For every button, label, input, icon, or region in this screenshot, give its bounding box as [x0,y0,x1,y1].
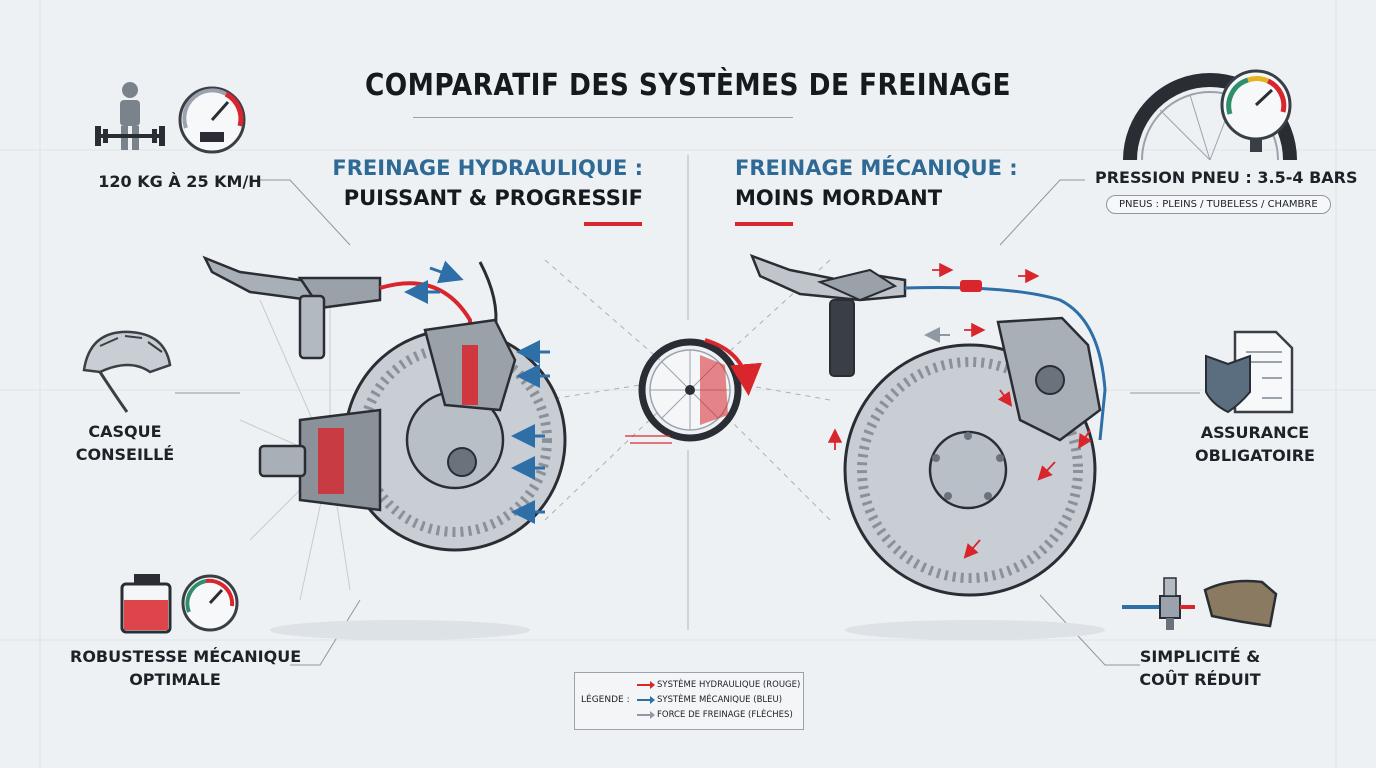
tire-types-pill: PNEUS : PLEINS / TUBELESS / CHAMBRE [1106,195,1331,214]
simplicity-label-line2: COÛT RÉDUIT [1139,670,1261,689]
hydraulic-brake-illustration [202,255,567,640]
speedometer-icon [178,86,246,154]
mechanical-headline: MOINS MORDANT [735,186,943,210]
legend-item-hydraulic-text: SYSTÈME HYDRAULIQUE (ROUGE) [657,680,801,690]
insurance-document-icon [1205,330,1294,414]
simplicity-callout: SIMPLICITÉ & COÛT RÉDUIT [1130,645,1270,691]
legend-item-force: FORCE DE FREINAGE (FLÈCHES) [637,710,793,720]
legend-box: LÉGENDE : SYSTÈME HYDRAULIQUE (ROUGE) SY… [574,672,804,730]
insurance-label-line1: ASSURANCE [1200,423,1310,442]
wheel-icon [625,338,762,444]
hydraulic-headline: PUISSANT & PROGRESSIF [343,186,643,210]
page-title: COMPARATIF DES SYSTÈMES DE FREINAGE [364,68,1012,103]
legend-item-mechanical-text: SYSTÈME MÉCANIQUE (BLEU) [657,695,783,705]
simplicity-label-line1: SIMPLICITÉ & [1139,647,1261,666]
tire-pressure-gauge-icon [1123,69,1297,161]
person-lifting-icon [95,82,165,150]
blue-arrow-icon [637,695,655,704]
helmet-label-line1: CASQUE [88,422,162,441]
legend-item-mechanical: SYSTÈME MÉCANIQUE (BLEU) [637,695,782,705]
brake-pad-icon [1203,579,1278,628]
helmet-label-line2: CONSEILLÉ [75,445,175,464]
red-arrow-icon [637,680,655,689]
gauge-icon [181,574,239,632]
robustness-label-line1: ROBUSTESSE MÉCANIQUE [70,647,302,666]
cable-adjuster-icon [1122,577,1195,630]
legend-item-force-text: FORCE DE FREINAGE (FLÈCHES) [657,710,793,720]
mechanical-accent-bar [735,222,793,226]
hydraulic-subtitle: FREINAGE HYDRAULIQUE : [332,156,643,180]
robustness-callout: ROBUSTESSE MÉCANIQUE OPTIMALE [70,645,302,691]
helmet-icon [82,330,172,413]
robustness-label-line2: OPTIMALE [129,670,221,689]
fluid-reservoir-icon [120,574,172,634]
legend-title: LÉGENDE : [581,695,630,705]
helmet-callout: CASQUE CONSEILLÉ [60,420,190,466]
mechanical-brake-illustration [749,253,1107,640]
title-underline [413,117,793,118]
legend-item-hydraulic: SYSTÈME HYDRAULIQUE (ROUGE) [637,680,800,690]
load-speed-label: 120 KG À 25 KM/H [98,172,262,191]
hydraulic-accent-bar [584,222,642,226]
tire-pressure-label: PRESSION PNEU : 3.5-4 BARS [1095,168,1358,187]
mechanical-subtitle: FREINAGE MÉCANIQUE : [735,156,1018,180]
grey-arrow-icon [637,710,655,719]
insurance-label-line2: OBLIGATOIRE [1195,446,1315,465]
insurance-callout: ASSURANCE OBLIGATOIRE [1190,421,1320,467]
